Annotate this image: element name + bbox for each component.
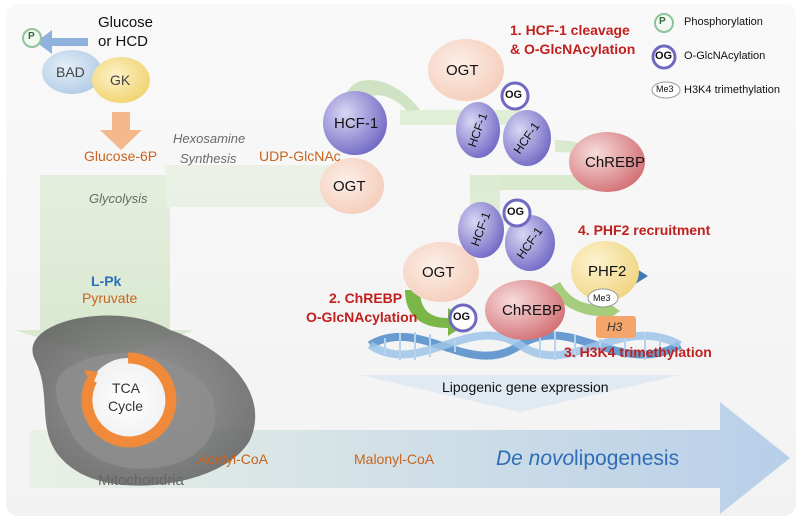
legend-og-symbol: OG bbox=[655, 50, 673, 62]
lpk-label: L-Pk bbox=[91, 273, 122, 289]
step-3: 3. H3K4 trimethylation bbox=[564, 344, 712, 360]
h3-label: H3 bbox=[607, 320, 623, 334]
hexosamine-label: Hexosamine bbox=[173, 131, 246, 146]
pyruvate-label: Pyruvate bbox=[82, 290, 138, 306]
hcf1-left-label: HCF-1 bbox=[334, 115, 379, 132]
de-novo-label: De novo bbox=[496, 447, 575, 470]
step-2-line1: 2. ChREBP bbox=[329, 290, 403, 306]
chrebp-top-label: ChREBP bbox=[585, 154, 646, 171]
phospho-mark: P bbox=[28, 31, 35, 42]
legend-h3k4-label: H3K4 trimethylation bbox=[684, 84, 780, 96]
hcd-label: or HCD bbox=[98, 33, 149, 50]
ogt-top-label: OGT bbox=[446, 62, 479, 79]
step-2-line2: O-GlcNAcylation bbox=[306, 309, 418, 325]
og-mark-hcf1: OG bbox=[505, 89, 523, 101]
cycle-label: Cycle bbox=[108, 398, 144, 414]
bad-label: BAD bbox=[56, 64, 85, 80]
lipogenic-gene-expression-label: Lipogenic gene expression bbox=[442, 379, 609, 395]
udp-glcnac-label: UDP-GlcNAc bbox=[259, 148, 341, 164]
tca-label: TCA bbox=[112, 380, 140, 396]
step-1-line2: & O-GlcNAcylation bbox=[510, 41, 636, 57]
gk-label: GK bbox=[110, 72, 131, 88]
legend-o-glcnacylation-label: O-GlcNAcylation bbox=[684, 50, 766, 62]
step-4: 4. PHF2 recruitment bbox=[578, 222, 711, 238]
lipogenesis-label: lipogenesis bbox=[574, 447, 680, 470]
legend-phospho-symbol: P bbox=[659, 16, 666, 27]
acetyl-coa-label: Acetyl-CoA bbox=[198, 451, 269, 467]
glucose-label: Glucose bbox=[98, 14, 154, 31]
malonyl-coa-label: Malonyl-CoA bbox=[354, 451, 435, 467]
ogt-bottom-label: OGT bbox=[422, 264, 455, 281]
ogt-left-label: OGT bbox=[333, 178, 366, 195]
legend-me3-symbol: Me3 bbox=[656, 84, 674, 94]
step-1-line1: 1. HCF-1 cleavage bbox=[510, 22, 630, 38]
glycolysis-label: Glycolysis bbox=[89, 191, 148, 206]
me3-mark: Me3 bbox=[593, 293, 611, 303]
og-mark-hcf1-bound: OG bbox=[507, 206, 525, 218]
og-mark-chrebp: OG bbox=[453, 311, 471, 323]
chrebp-bottom-label: ChREBP bbox=[502, 302, 563, 319]
glucose-6p-label: Glucose-6P bbox=[84, 148, 158, 164]
legend-phosphorylation-label: Phosphorylation bbox=[684, 16, 763, 28]
synthesis-label: Synthesis bbox=[180, 151, 237, 166]
mitochondria-label: Mitochondria bbox=[98, 472, 184, 489]
phf2-label: PHF2 bbox=[588, 263, 627, 280]
